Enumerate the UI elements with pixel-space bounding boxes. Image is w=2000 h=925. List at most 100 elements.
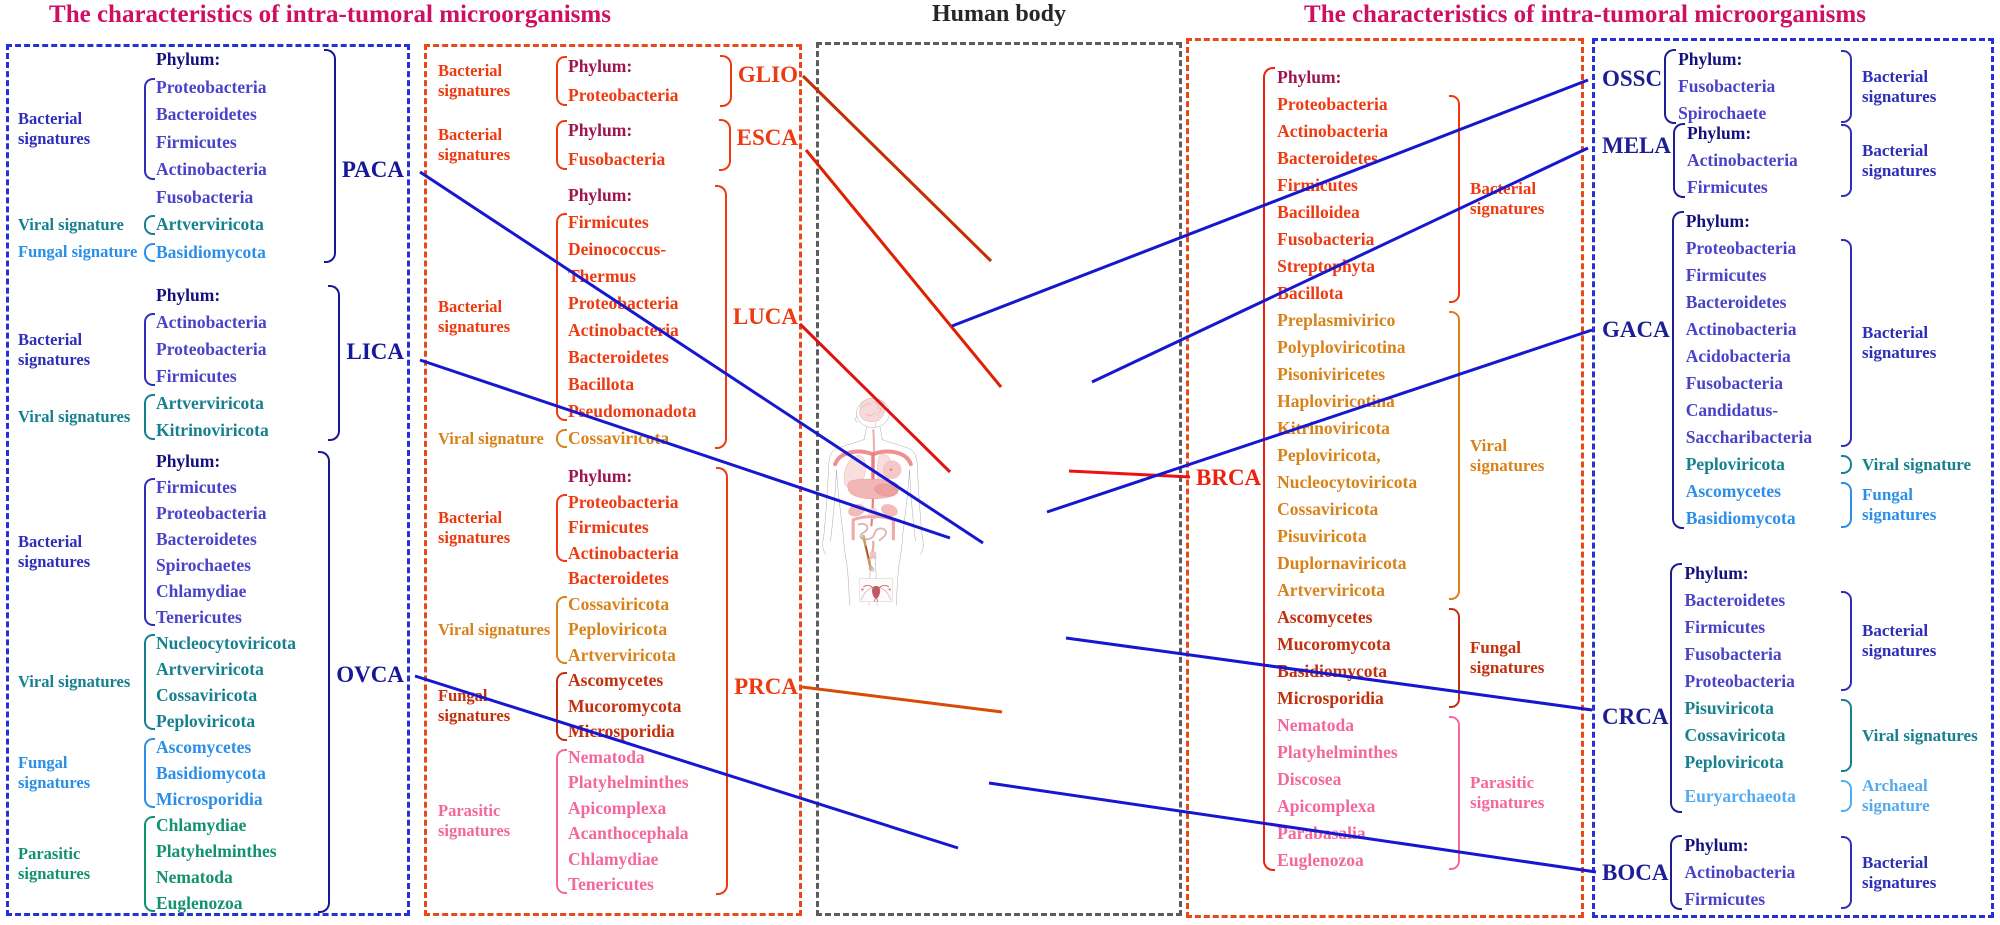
category-label: Fungal signatures bbox=[18, 753, 91, 792]
title-right: The characteristics of intra-tumoral mic… bbox=[1304, 1, 1866, 28]
brace bbox=[556, 672, 567, 741]
taxon-item: Actinobacteria bbox=[568, 320, 679, 340]
taxon-item: Basidiomycota bbox=[1685, 508, 1796, 528]
label-spacer bbox=[12, 282, 140, 309]
category-label: Bacterial signatures bbox=[1862, 66, 1937, 106]
taxa-list: Cossaviricota bbox=[568, 425, 713, 452]
taxa-list: Phylum: bbox=[156, 448, 316, 474]
label-spacer bbox=[432, 566, 552, 592]
taxon-item: Platyhelminthes bbox=[1277, 742, 1398, 762]
brace-spacer bbox=[552, 464, 568, 490]
category-label: Bacterial signatures bbox=[438, 297, 511, 336]
taxon-item: Fusobacteria bbox=[1678, 76, 1776, 96]
taxa-list: Phylum: bbox=[1684, 560, 1840, 587]
taxon-item: Acanthocephala bbox=[568, 823, 689, 843]
category-label: Bacterial signatures bbox=[1862, 621, 1937, 660]
taxon-item: Tenericutes bbox=[568, 874, 654, 894]
taxon-item: Nematoda bbox=[156, 867, 233, 887]
taxon-item: Artverviricota bbox=[156, 214, 264, 234]
taxon-item: Kitrinoviricota bbox=[1277, 418, 1390, 438]
group-bracket bbox=[1671, 211, 1684, 529]
brace bbox=[144, 738, 155, 808]
taxon-item: Proteobacteria bbox=[568, 85, 679, 105]
brace bbox=[144, 313, 155, 386]
brace bbox=[144, 215, 155, 235]
brace bbox=[1841, 780, 1852, 812]
taxon-item: Nucleocytoviricota bbox=[156, 633, 296, 653]
taxon-item: Candidatus- bbox=[1685, 400, 1779, 420]
taxon-item: Actinobacteria bbox=[156, 159, 267, 179]
category-label: Bacterial signatures bbox=[438, 125, 511, 164]
brace bbox=[1449, 311, 1460, 600]
taxon-item: Kitrinoviricota bbox=[156, 420, 269, 440]
taxon-item: Firmicutes bbox=[1684, 889, 1766, 909]
category-label: Bacterial signatures bbox=[1862, 323, 1937, 362]
taxon-item: Haploviricotina bbox=[1277, 391, 1395, 411]
brace bbox=[144, 394, 155, 440]
taxon-item: Peploviricota bbox=[1684, 752, 1784, 772]
taxon-item: Proteobacteria bbox=[568, 293, 679, 313]
taxon-item: Bacteroidetes bbox=[1685, 292, 1787, 312]
taxon-item: Discosea bbox=[1277, 769, 1342, 789]
taxon-item: Chlamydiae bbox=[156, 581, 247, 601]
taxon-item: Preplasmivirico bbox=[1277, 310, 1396, 330]
taxa-list: Artverviricota bbox=[156, 211, 322, 239]
taxon-item: Cossaviricota bbox=[568, 593, 670, 614]
label-spacer bbox=[12, 46, 140, 74]
category-label: Viral signatures bbox=[18, 672, 131, 691]
brace-spacer bbox=[1840, 208, 1854, 235]
brace bbox=[1841, 124, 1852, 197]
brace-spacer bbox=[1840, 560, 1854, 587]
group-bracket bbox=[1673, 123, 1685, 198]
category-label: Archaeal signature bbox=[1862, 776, 1930, 815]
taxon-item: Firmicutes bbox=[156, 477, 237, 497]
taxon-item: Peploviricota, bbox=[1277, 445, 1381, 465]
cancer-code-BRCA: BRCA bbox=[1196, 465, 1262, 490]
category-label: Viral signatures bbox=[438, 619, 551, 639]
taxon-item: Bacteroidetes bbox=[1277, 148, 1378, 168]
taxon-item: Firmicutes bbox=[568, 517, 649, 537]
taxon-item: Firmicutes bbox=[1687, 177, 1768, 197]
category-label: Bacterial signatures bbox=[18, 329, 91, 369]
taxon-item: Pisuviricota bbox=[1277, 526, 1367, 546]
taxa-list: Phylum: bbox=[1277, 64, 1448, 91]
cancer-code-OSSC: OSSC bbox=[1602, 65, 1663, 91]
brace bbox=[556, 429, 567, 448]
brace bbox=[1449, 95, 1460, 303]
label-spacer bbox=[12, 448, 140, 474]
taxon-item: Pisoniviricetes bbox=[1277, 364, 1386, 384]
brace bbox=[556, 748, 567, 894]
taxon-item: Firmicutes bbox=[1277, 175, 1358, 195]
brace bbox=[1841, 239, 1852, 447]
brace-spacer bbox=[140, 448, 156, 474]
taxon-item: Chlamydiae bbox=[156, 815, 247, 835]
label-spacer bbox=[1854, 560, 1988, 587]
taxon-item: Ascomycetes bbox=[1277, 607, 1373, 627]
taxon-item: Firmicutes bbox=[1685, 265, 1767, 285]
taxon-item: Proteobacteria bbox=[1685, 238, 1797, 258]
taxon-item: Artverviricota bbox=[156, 659, 264, 679]
taxon-item: Proteobacteria bbox=[156, 503, 267, 523]
phylum-header: Phylum: bbox=[156, 451, 221, 471]
cancer-code-PRCA: PRCA bbox=[734, 673, 798, 699]
phylum-header: Phylum: bbox=[156, 285, 221, 305]
title-human-body: Human body bbox=[931, 1, 1067, 27]
